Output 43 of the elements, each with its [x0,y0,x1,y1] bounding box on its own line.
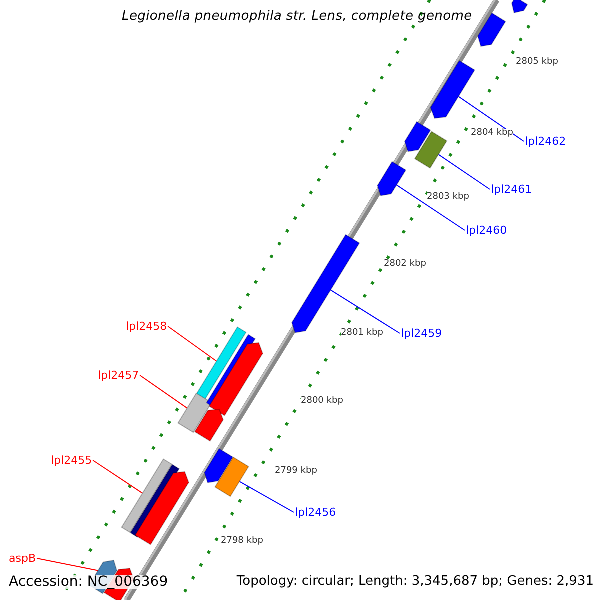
scale-label: 2805 kbp [516,58,558,67]
gene-bar [194,408,224,442]
leader-line [36,558,99,572]
leader-line [396,184,466,231]
gene-label: lpl2455 [51,455,92,466]
scale-label: 2801 kbp [341,329,384,338]
gene-label: lpl2461 [491,184,532,195]
gene-bar [511,0,528,14]
gene-bar [214,456,250,498]
gene-label: lpl2460 [466,225,508,236]
gene-label: aspB [9,553,36,564]
gene-label: lpl2459 [401,328,442,339]
scale-label: 2800 kbp [301,397,344,406]
leader-line [458,96,524,142]
gene-bar [178,392,212,434]
gene-bar [377,161,407,196]
leader-line [330,290,400,334]
gene-bar [195,326,247,402]
gene-label: lpl2456 [295,507,336,518]
info-text: Accession: NC_006369 [9,575,168,589]
leader-line [92,460,144,494]
gene-bar [404,121,432,152]
scale-label: 2804 kbp [471,129,514,138]
gene-bar [121,458,173,534]
gene-label: lpl2457 [98,370,140,381]
gene-label: lpl2458 [126,321,168,332]
scale-label: 2803 kbp [427,193,470,202]
gene-bar [204,448,234,484]
gene-bar [208,342,264,416]
scale-label: 2799 kbp [275,467,318,476]
gene-label: lpl2462 [525,136,566,147]
gene-bar [430,60,476,119]
gene-bar [477,12,506,48]
leader-line [438,154,490,190]
scale-label: 2802 kbp [384,260,426,269]
info-text: Topology: circular; Length: 3,345,687 bp; Genes: 2,931 [236,575,594,588]
leader-line [140,375,188,409]
leader-line [239,481,294,513]
gene-bar [414,131,448,169]
leader-line [168,326,218,362]
title: Legionella pneumophila str. Lens, complete genome [122,10,472,23]
gene-bar [134,471,190,546]
scale-label: 2798 kbp [221,537,264,546]
